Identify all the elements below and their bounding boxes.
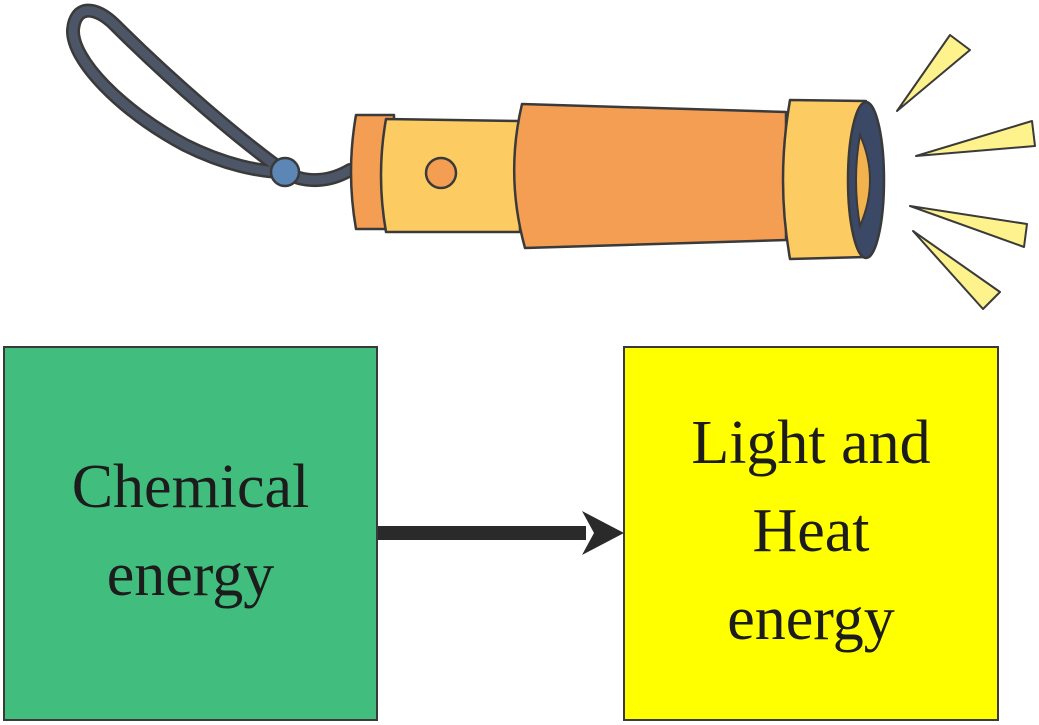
light-ray-icon [909, 205, 1028, 248]
switch-button-icon [424, 156, 458, 190]
light-heat-energy-box: Light and Heat energy [623, 346, 999, 721]
arrow-right-icon [378, 511, 624, 555]
light-ray-icon [896, 34, 971, 112]
light-ray-icon [912, 230, 1001, 310]
chemical-energy-box: Chemical energy [3, 346, 378, 721]
flashlight-icon [66, 3, 1036, 310]
body-tube-icon [512, 102, 788, 250]
strap-bead-icon [269, 156, 301, 188]
light-ray-icon [915, 120, 1036, 157]
light-heat-energy-label: Light and Heat energy [691, 408, 931, 653]
chemical-energy-label: Chemical energy [71, 452, 310, 609]
head-icon [781, 98, 868, 261]
